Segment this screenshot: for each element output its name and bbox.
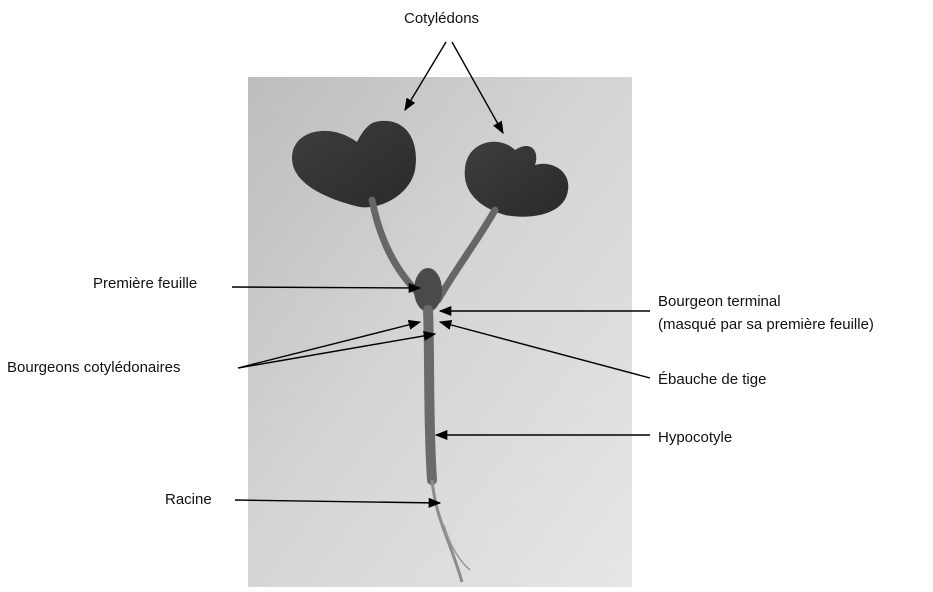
label-bourgeon-terminal-note: (masqué par sa première feuille)	[658, 315, 874, 335]
label-hypocotyle: Hypocotyle	[658, 428, 732, 448]
label-racine: Racine	[165, 490, 212, 510]
label-ebauche-de-tige: Ébauche de tige	[658, 370, 766, 390]
label-cotyledons: Cotylédons	[404, 9, 479, 29]
label-bourgeon-terminal: Bourgeon terminal	[658, 292, 781, 312]
label-premiere-feuille: Première feuille	[93, 274, 197, 294]
label-bourgeons-cotyledonaires: Bourgeons cotylédonaires	[7, 358, 180, 378]
